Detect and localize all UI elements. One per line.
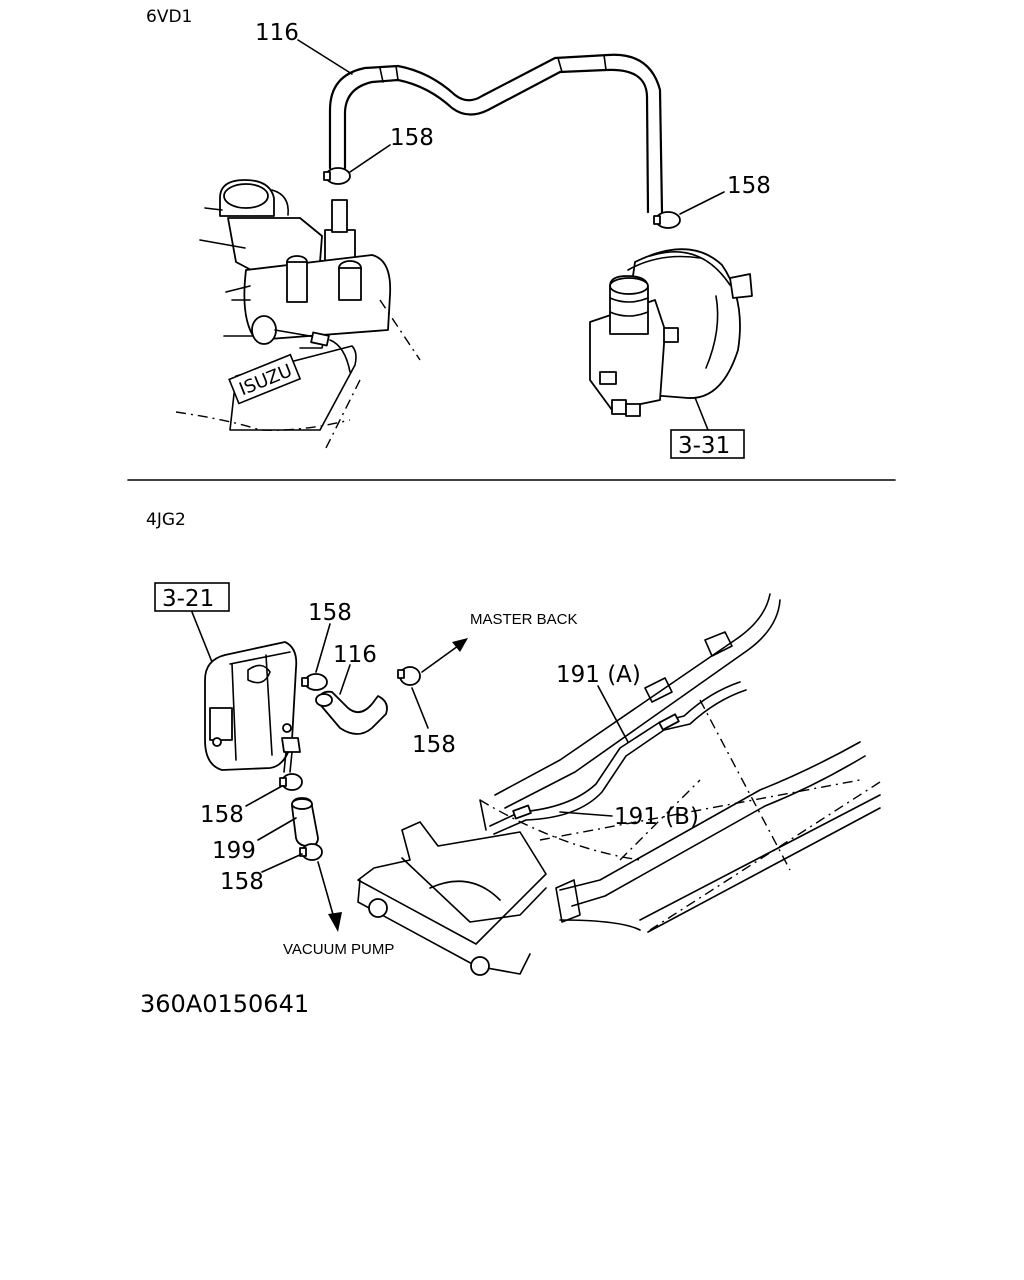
direction-vacuum-pump: VACUUM PUMP <box>283 941 394 958</box>
direction-master-back: MASTER BACK <box>470 611 578 628</box>
hose-clip-right-top <box>653 211 681 229</box>
vacuum-hose-116-bottom <box>315 690 388 735</box>
callout-158-top-right: 158 <box>727 173 771 199</box>
chassis-frame <box>357 593 881 976</box>
arrow-vacuum-pump <box>328 912 342 932</box>
callout-116-bottom: 116 <box>333 642 377 668</box>
callout-ref-3-31: 3-31 <box>678 433 730 459</box>
ref-box-3-21 <box>154 582 230 612</box>
engine-sketch-6vd1 <box>175 179 421 451</box>
callout-158-bottom-b: 158 <box>412 732 456 758</box>
vacuum-tube-199 <box>291 797 319 847</box>
hose-clip-bottom-b <box>397 666 421 686</box>
callout-158-bottom-c: 158 <box>200 802 244 828</box>
callout-158-top-left: 158 <box>390 125 434 151</box>
vacuum-pipe-191 <box>479 681 747 835</box>
callout-158-bottom-d: 158 <box>220 869 264 895</box>
section-label-6vd1: 6VD1 <box>146 7 192 27</box>
callout-199: 199 <box>212 838 256 864</box>
hose-clip-bottom-a <box>301 673 328 691</box>
vacuum-pump <box>204 641 301 773</box>
callout-191a: 191 (A) <box>556 662 641 688</box>
callout-116-top: 116 <box>255 20 299 46</box>
callout-ref-3-21: 3-21 <box>162 586 214 612</box>
hose-clip-bottom-d <box>299 843 323 861</box>
section-label-4jg2: 4JG2 <box>146 510 186 530</box>
callout-191b: 191 (B) <box>614 804 699 830</box>
hose-clip-bottom-c <box>279 773 303 791</box>
drawing-code: 360A0150641 <box>140 990 309 1018</box>
isuzu-badge: ISUZU <box>228 353 302 405</box>
callout-158-bottom-a: 158 <box>308 600 352 626</box>
brake-booster <box>589 248 753 417</box>
ref-box-3-31 <box>670 429 745 459</box>
hose-clip-left-top <box>323 167 351 185</box>
arrow-master-back <box>452 638 468 652</box>
vacuum-hose-116-top <box>328 53 664 214</box>
